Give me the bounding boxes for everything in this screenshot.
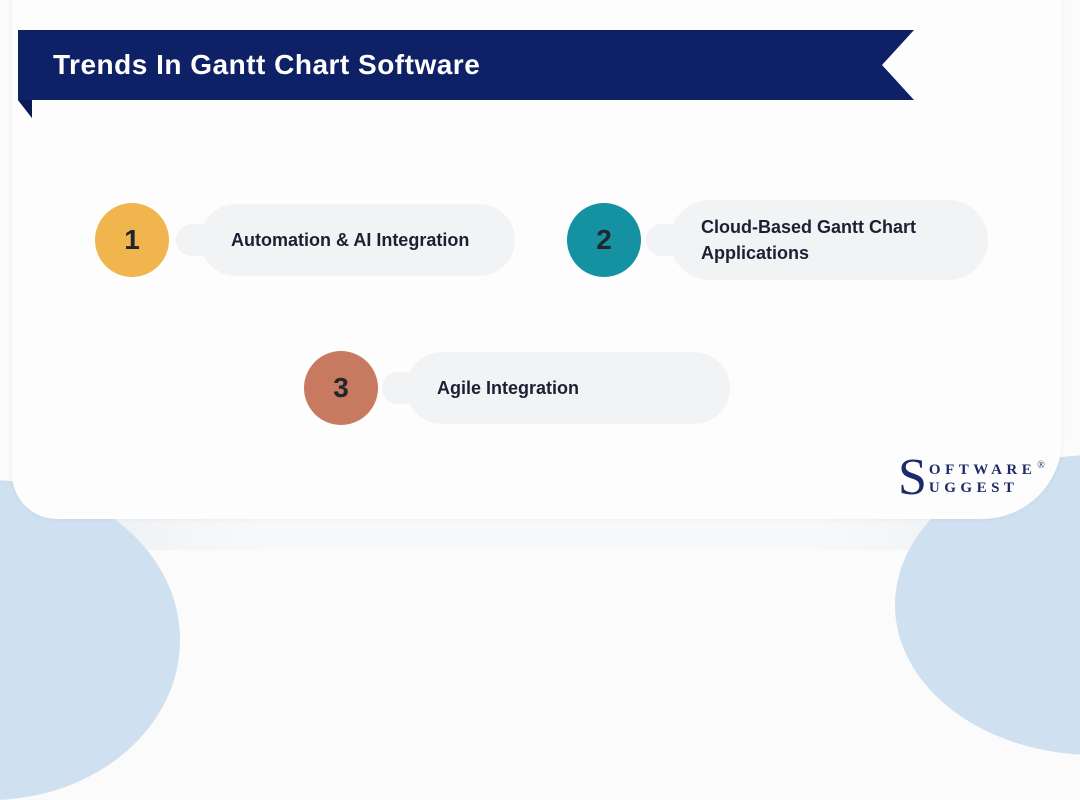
trend-pill-1: Automation & AI Integration	[200, 204, 515, 276]
trend-label-3: Agile Integration	[437, 378, 580, 398]
logo-initial: S	[898, 449, 927, 506]
trend-number-circle-1: 1	[95, 203, 169, 277]
trend-label-1: Automation & AI Integration	[231, 230, 470, 250]
logo-word-bottom: UGGEST	[928, 480, 1019, 496]
page-title: Trends In Gantt Chart Software	[53, 49, 481, 80]
trend-number-circle-3: 3	[304, 351, 378, 425]
trend-number-2: 2	[596, 224, 612, 255]
software-suggest-logo: S OFTWARE ® UGGEST	[898, 449, 1045, 506]
infographic-page: { "banner": { "title": "Trends In Gantt …	[0, 0, 1080, 550]
trend-label-2: Cloud-Based Gantt Chart Applications	[701, 217, 917, 263]
trend-number-1: 1	[124, 224, 140, 255]
trend-number-3: 3	[333, 372, 349, 403]
trend-pill-2: Cloud-Based Gantt Chart Applications	[670, 200, 988, 280]
bottom-strip	[0, 519, 1080, 550]
trend-number-circle-2: 2	[567, 203, 641, 277]
trend-pill-3: Agile Integration	[406, 352, 730, 424]
logo-wordmark: OFTWARE ® UGGEST	[929, 456, 1045, 497]
logo-word-top: OFTWARE	[928, 462, 1037, 478]
registered-mark-icon: ®	[1037, 460, 1045, 471]
